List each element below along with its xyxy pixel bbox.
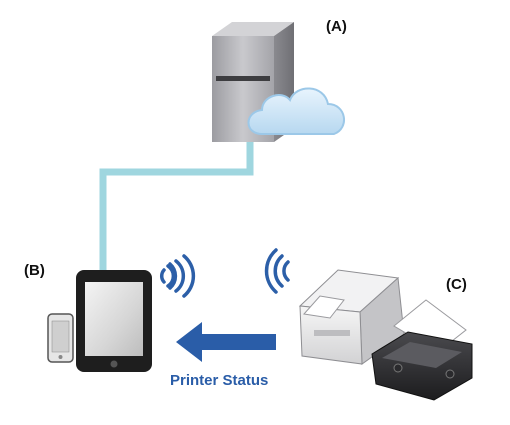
printers-label: (C) <box>446 276 467 293</box>
tablet-icon <box>76 270 152 372</box>
network-connection-line <box>99 140 254 270</box>
server-label: (A) <box>326 18 347 35</box>
smartphone-icon <box>47 313 74 363</box>
mobile-printer-icon <box>371 299 473 401</box>
devices-label: (B) <box>24 262 45 279</box>
wireless-signal-icon <box>159 254 196 298</box>
cloud-icon <box>247 87 345 135</box>
printer-status-arrow <box>176 322 276 362</box>
wireless-signal-icon <box>264 248 290 294</box>
printer-status-label: Printer Status <box>170 372 269 389</box>
